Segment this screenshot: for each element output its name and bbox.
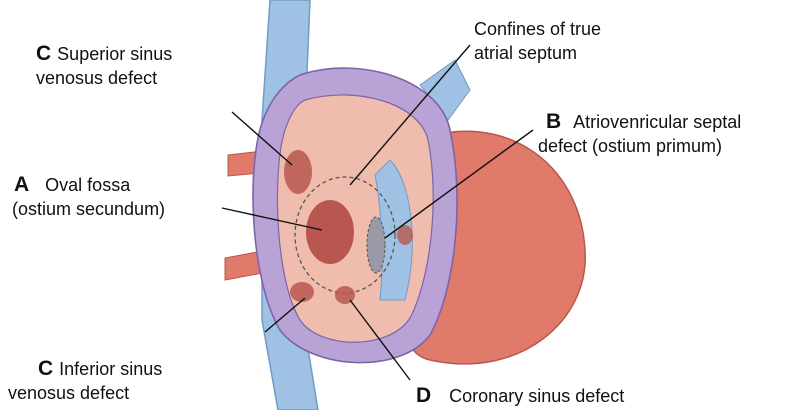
label-confines-septum: Confines of true atrial septum: [474, 17, 601, 65]
superior-defect: [284, 150, 312, 194]
coronary-sinus-defect: [335, 286, 355, 304]
av-septal-defect: [367, 217, 385, 273]
inferior-defect: [290, 282, 314, 302]
oval-fossa-defect: [306, 200, 354, 264]
